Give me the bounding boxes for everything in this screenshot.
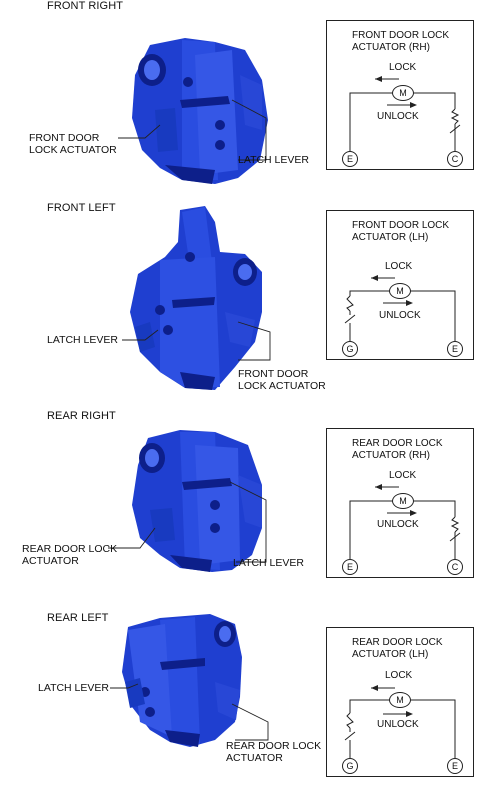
actuator-illustration [118, 38, 268, 184]
section-title: REAR RIGHT [47, 410, 116, 422]
actuator-illustration [110, 614, 269, 747]
leader-line [110, 683, 139, 689]
label-rear-door-lock-actuator: REAR DOOR LOCK ACTUATOR [22, 543, 118, 567]
circuit-lines [344, 275, 456, 341]
terminal-e: E [447, 758, 463, 774]
terminal-g: G [342, 341, 358, 357]
box-title: FRONT DOOR LOCK ACTUATOR (LH) [352, 220, 450, 243]
section-title: FRONT LEFT [47, 202, 116, 214]
section-rear-left: REAR LEFT LATCH LEVER REAR DOOR LOCK ACT… [0, 612, 477, 812]
actuator-body [122, 614, 242, 747]
section-title: REAR LEFT [47, 612, 109, 624]
circuit-lines [344, 685, 456, 758]
terminal-e: E [342, 151, 358, 167]
label-front-door-lock-actuator: FRONT DOOR LOCK ACTUATOR [238, 368, 326, 392]
leader-line [122, 329, 159, 341]
leader-line [229, 481, 267, 563]
section-title: FRONT RIGHT [47, 0, 124, 12]
section-front-left: FRONT LEFT LATCH LEVER FRONT DOOR LOCK A… [0, 202, 477, 402]
wiring-diagram-box: FRONT DOOR LOCK ACTUATOR (RH) M LOCK UNL… [326, 20, 474, 170]
terminal-c: C [447, 559, 463, 575]
leader-line [118, 124, 161, 139]
motor-symbol: M [389, 692, 411, 708]
label-latch-lever: LATCH LEVER [233, 557, 304, 569]
terminal-g: G [342, 758, 358, 774]
motor-symbol: M [392, 493, 414, 509]
label-front-door-lock-actuator: FRONT DOOR LOCK ACTUATOR [29, 132, 117, 156]
box-title: FRONT DOOR LOCK ACTUATOR (RH) [352, 30, 450, 53]
leader-line [231, 99, 267, 161]
terminal-e: E [447, 341, 463, 357]
actuator-body [132, 38, 268, 184]
section-front-right: FRONT RIGHT FRONT DOOR LOCK ACTUATOR LAT… [0, 0, 477, 200]
section-rear-right: REAR RIGHT REAR DOOR LOCK ACTUATOR LATCH… [0, 410, 477, 610]
actuator-body [132, 430, 262, 572]
leader-line [237, 321, 271, 361]
terminal-c: C [447, 151, 463, 167]
lock-label: LOCK [389, 62, 417, 73]
terminal-e: E [342, 559, 358, 575]
lock-label: LOCK [389, 470, 417, 481]
circuit-lines [349, 484, 461, 559]
leader-line [231, 703, 269, 741]
circuit-lines [349, 76, 461, 151]
box-title: REAR DOOR LOCK ACTUATOR (LH) [352, 637, 443, 660]
lock-label: LOCK [385, 670, 413, 681]
wiring-diagram-box: FRONT DOOR LOCK ACTUATOR (LH) M LOCK UNL… [326, 210, 474, 360]
unlock-label: UNLOCK [377, 111, 419, 122]
actuator-illustration [108, 430, 267, 572]
label-rear-door-lock-actuator: REAR DOOR LOCK ACTUATOR [226, 740, 322, 764]
box-title: REAR DOOR LOCK ACTUATOR (RH) [352, 438, 443, 461]
unlock-label: UNLOCK [379, 310, 421, 321]
actuator-body [130, 206, 262, 390]
label-latch-lever: LATCH LEVER [38, 682, 109, 694]
motor-symbol: M [392, 85, 414, 101]
motor-symbol: M [389, 283, 411, 299]
wiring-diagram-box: REAR DOOR LOCK ACTUATOR (RH) M LOCK UNLO… [326, 428, 474, 578]
leader-line [108, 527, 156, 549]
unlock-label: UNLOCK [377, 519, 419, 530]
wiring-diagram-box: REAR DOOR LOCK ACTUATOR (LH) M LOCK UNLO… [326, 627, 474, 777]
lock-label: LOCK [385, 261, 413, 272]
label-latch-lever: LATCH LEVER [47, 334, 118, 346]
unlock-label: UNLOCK [377, 719, 419, 730]
actuator-illustration [122, 206, 271, 390]
label-latch-lever: LATCH LEVER [238, 154, 309, 166]
